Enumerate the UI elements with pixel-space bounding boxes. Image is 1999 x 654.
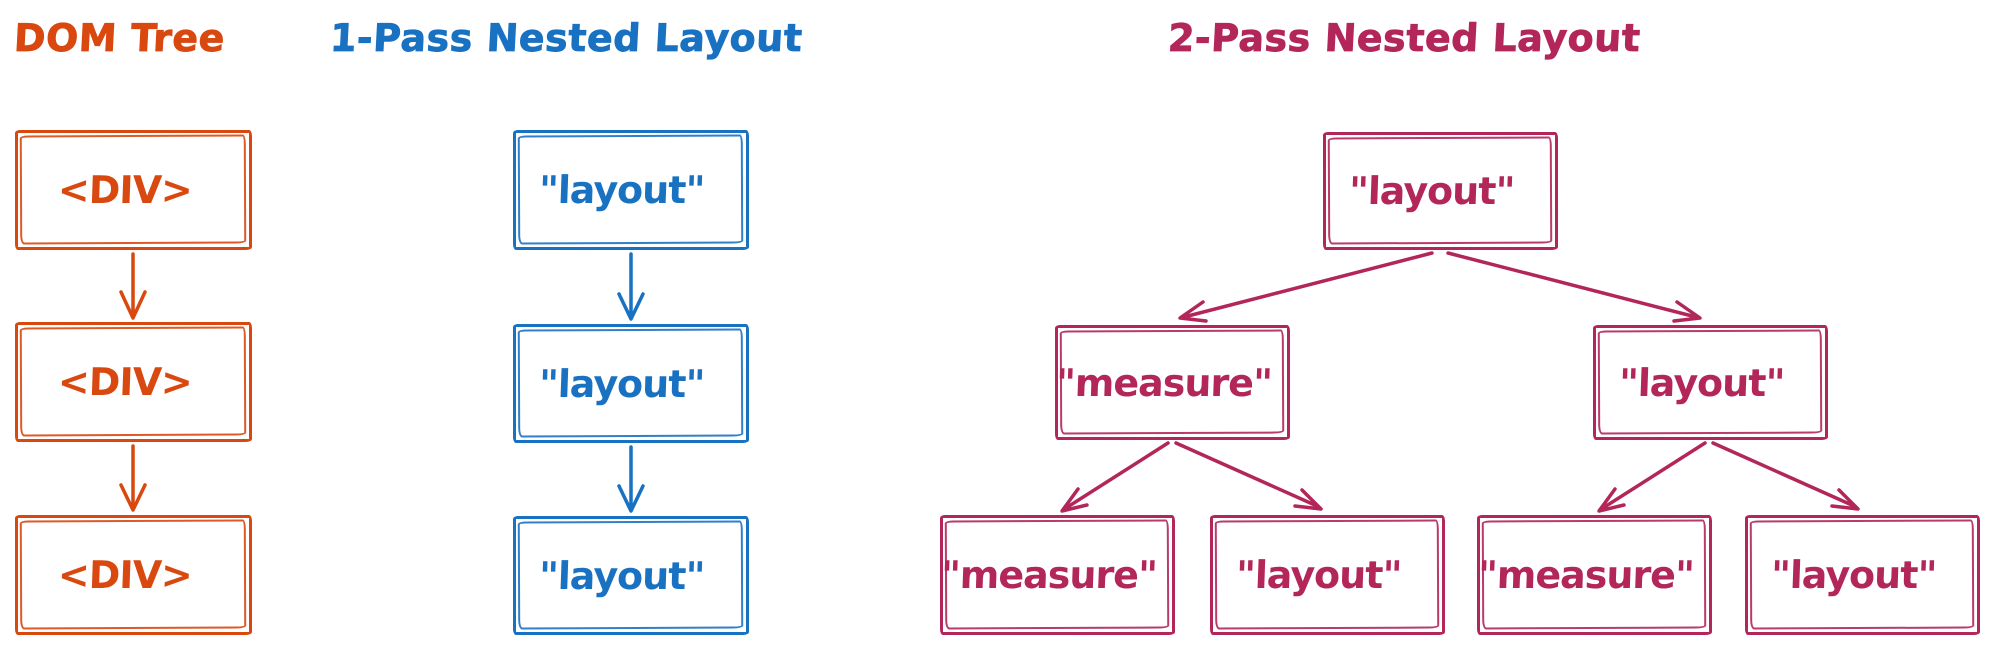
two-pass-child-measure: "measure"	[1055, 325, 1290, 440]
node-label: "measure"	[1054, 360, 1273, 405]
dom-tree-node-2: <DIV>	[15, 322, 252, 442]
arrow-measure-to-leaf1	[1060, 441, 1170, 513]
two-pass-child-layout: "layout"	[1593, 325, 1828, 440]
arrow-root-to-layout	[1446, 251, 1702, 323]
two-pass-leaf-3: "measure"	[1477, 515, 1712, 635]
node-label: "layout"	[1770, 553, 1937, 597]
node-label: "layout"	[1348, 169, 1515, 213]
one-pass-node-2: "layout"	[513, 324, 749, 443]
node-label: <DIV>	[56, 553, 193, 597]
arrow-layout-to-leaf3	[1597, 441, 1707, 513]
arrow-root-to-measure	[1178, 251, 1434, 323]
node-label: <DIV>	[56, 360, 193, 404]
one-pass-node-3: "layout"	[513, 516, 749, 635]
title-one-pass-nested-layout: 1-Pass Nested Layout	[328, 16, 804, 61]
arrow-down	[617, 252, 645, 321]
node-label: "layout"	[1618, 360, 1785, 405]
arrow-down	[617, 445, 645, 513]
node-label: "layout"	[538, 361, 706, 406]
node-label: "layout"	[538, 553, 706, 598]
two-pass-leaf-1: "measure"	[940, 515, 1175, 635]
node-label: <DIV>	[56, 168, 193, 212]
two-pass-leaf-4: "layout"	[1745, 515, 1980, 635]
arrow-down	[119, 252, 147, 320]
node-label: "measure"	[939, 553, 1158, 597]
node-label: "layout"	[1235, 553, 1402, 597]
dom-tree-node-3: <DIV>	[15, 515, 252, 635]
arrow-layout-to-leaf4	[1711, 441, 1860, 511]
two-pass-root: "layout"	[1323, 132, 1558, 250]
two-pass-leaf-2: "layout"	[1210, 515, 1445, 635]
title-two-pass-nested-layout: 2-Pass Nested Layout	[1166, 16, 1642, 61]
arrow-measure-to-leaf2	[1174, 441, 1323, 511]
node-label: "layout"	[538, 168, 706, 212]
dom-tree-node-1: <DIV>	[15, 130, 252, 250]
arrow-down	[119, 444, 147, 512]
title-dom-tree: DOM Tree	[12, 16, 227, 61]
one-pass-node-1: "layout"	[513, 130, 749, 250]
node-label: "measure"	[1476, 553, 1695, 597]
